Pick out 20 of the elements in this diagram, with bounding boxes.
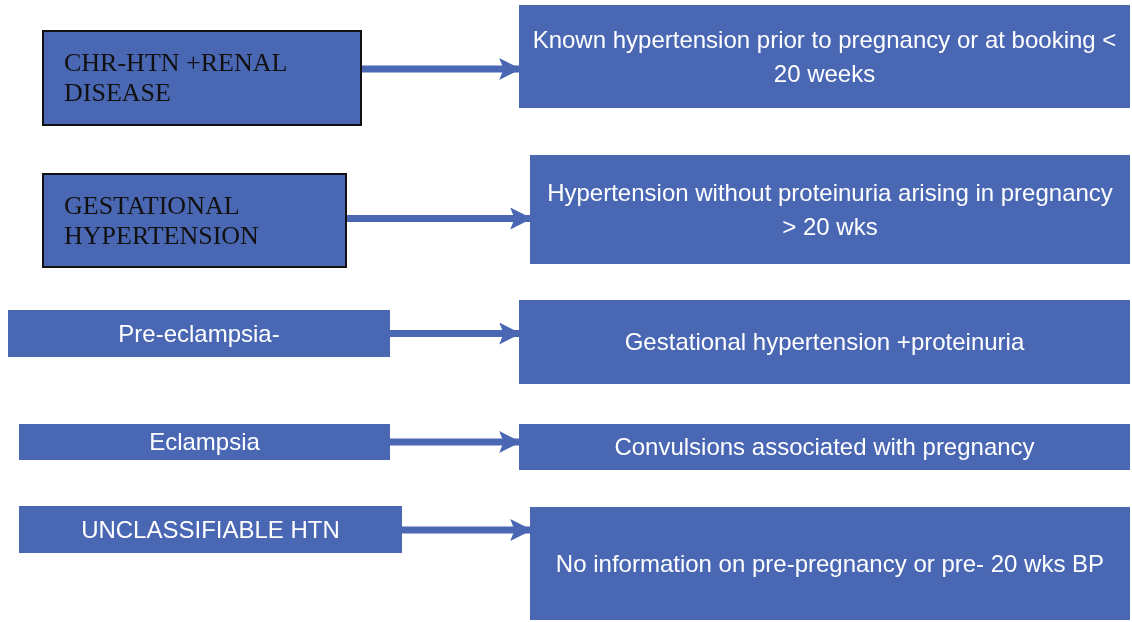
definition-box bbox=[8, 310, 390, 357]
box-text: Pre-eclampsia- bbox=[118, 318, 280, 349]
box-text: Hypertension without proteinuria arising in pregnancy > 20 wks bbox=[546, 177, 1114, 242]
definition-box bbox=[19, 424, 390, 460]
box-text: UNCLASSIFIABLE HTN bbox=[81, 514, 340, 545]
definition-box bbox=[530, 155, 1130, 264]
outlined-term-box bbox=[42, 30, 362, 126]
definition-box bbox=[519, 5, 1130, 108]
box-text: No information on pre-pregnancy or pre- 20 wks BP bbox=[555, 548, 1105, 579]
definition-box bbox=[19, 506, 402, 553]
box-text: Known hypertension prior to pregnancy or at booking < 20 weeks bbox=[531, 24, 1118, 89]
definition-box bbox=[519, 424, 1130, 470]
box-text: Gestational hypertension +proteinuria bbox=[624, 327, 1025, 358]
outlined-term-box bbox=[42, 173, 347, 268]
box-text: CHR-HTN +RENAL DISEASE bbox=[64, 48, 288, 108]
definition-box bbox=[519, 300, 1130, 384]
box-text: Eclampsia bbox=[149, 427, 260, 458]
box-text: Convulsions associated with pregnancy bbox=[614, 432, 1035, 463]
box-text: GESTATIONAL HYPERTENSION bbox=[64, 190, 260, 251]
definition-box bbox=[530, 507, 1130, 620]
